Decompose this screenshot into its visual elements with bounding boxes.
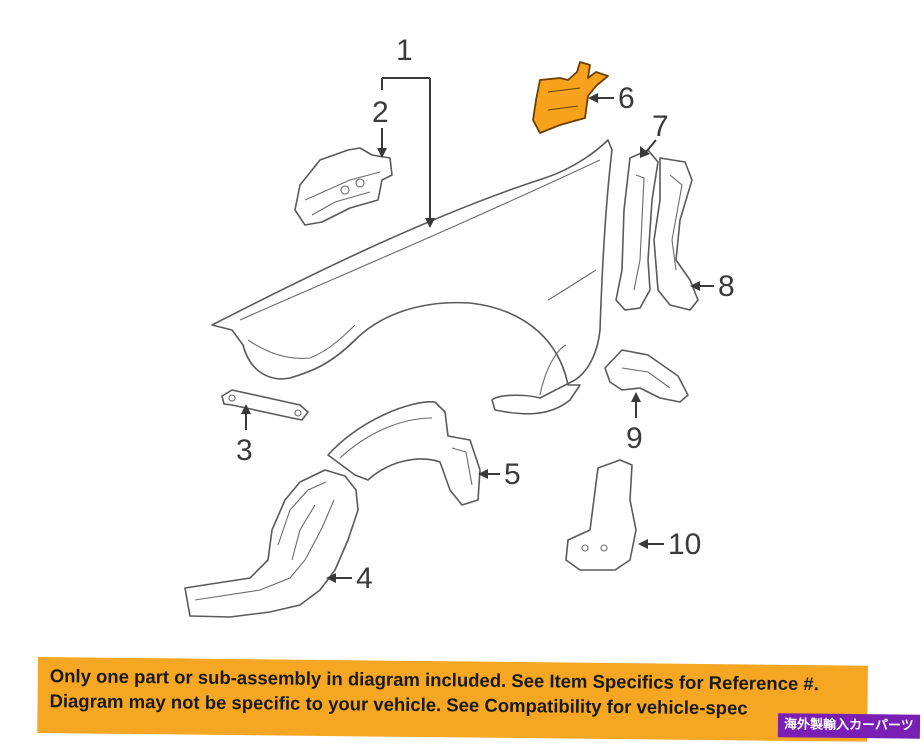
callout-5: 5	[504, 458, 521, 491]
callout-1: 1	[396, 34, 413, 67]
part-link-strap	[221, 389, 309, 421]
callout-labels: 1 2 3 4 5 6 7 8 9 10	[236, 34, 735, 595]
part-fender	[211, 139, 613, 415]
part-mud-flap	[565, 459, 637, 571]
callout-3: 3	[236, 434, 253, 467]
callout-8: 8	[718, 270, 735, 303]
callout-4: 4	[356, 562, 373, 595]
part-rear-seal	[653, 157, 699, 311]
callout-9: 9	[626, 422, 643, 455]
part-small-bracket	[604, 349, 689, 403]
callout-7: 7	[652, 110, 669, 143]
disclaimer-banner: Only one part or sub-assembly in diagram…	[37, 657, 868, 742]
watermark-badge: 海外製輸入カーパーツ	[778, 713, 921, 739]
callout-2: 2	[372, 96, 389, 129]
part-vertical-shield	[615, 149, 659, 311]
callout-10: 10	[668, 528, 701, 561]
part-highlighted-bracket	[532, 61, 609, 134]
callout-6: 6	[618, 82, 635, 115]
part-wheel-arch-liner	[327, 401, 481, 506]
part-upper-bracket	[294, 147, 393, 226]
part-fender-liner	[184, 469, 359, 618]
leader-lines	[241, 77, 714, 583]
